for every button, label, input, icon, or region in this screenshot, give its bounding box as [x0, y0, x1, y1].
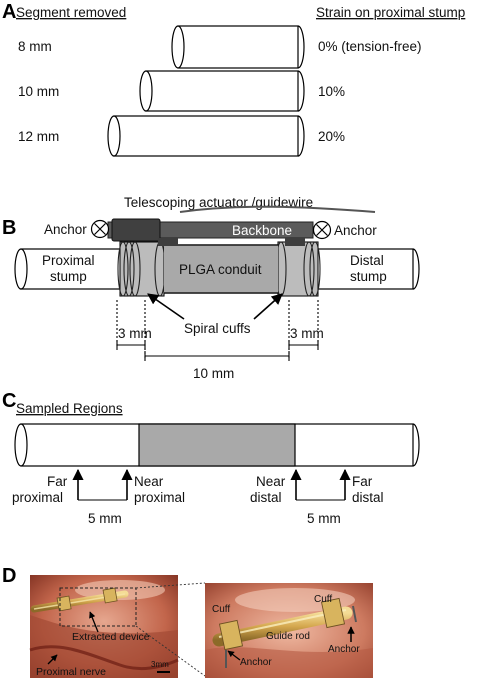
distal-stump-line1: Distal: [350, 253, 384, 268]
sample-arrows: [72, 468, 351, 500]
backbone-telescope: [111, 218, 161, 242]
panel-label-d: D: [2, 565, 16, 587]
near-proximal-line2: proximal: [134, 490, 185, 505]
header-segment-removed: Segment removed: [16, 5, 126, 20]
panel-label-a: A: [2, 1, 16, 23]
backbone-mount-right: [285, 238, 305, 246]
far-proximal-line2: proximal: [12, 490, 63, 505]
conduit-label: PLGA conduit: [179, 262, 262, 277]
dim-10mm: [144, 351, 290, 361]
spiral-cuff-left: [117, 241, 166, 297]
extracted-device-arrow: [89, 611, 99, 633]
proximal-stump-line1: Proximal: [42, 253, 95, 268]
strain-20: 20%: [318, 129, 345, 144]
distal-stump-line2: stump: [350, 269, 387, 284]
extracted-device-label: Extracted device: [72, 631, 150, 643]
cuff-left-label: Cuff: [212, 604, 230, 615]
photo-zoomed-device: [205, 583, 373, 678]
dim-3mm-right: [288, 300, 319, 360]
zoom-connector-top: [135, 582, 206, 589]
guidewire: [179, 205, 376, 213]
cuff-arrow-right: [253, 293, 283, 320]
far-distal-line2: distal: [352, 490, 384, 505]
proximal-nerve-arrow: [47, 654, 58, 665]
far-distal-line1: Far: [352, 474, 373, 489]
far-proximal-line1: Far: [47, 474, 68, 489]
anchor-right-label: Anchor: [334, 223, 377, 238]
sampled-nerve: [14, 423, 420, 467]
backbone-label: Backbone: [232, 223, 292, 238]
anchor-left-photo-label: Anchor: [240, 657, 272, 668]
near-distal-line1: Near: [256, 474, 286, 489]
header-strain: Strain on proximal stump: [316, 5, 465, 20]
panel-label-b: B: [2, 217, 16, 239]
conduit-body: [164, 245, 278, 293]
strain-0: 0% (tension-free): [318, 39, 422, 54]
dim-3mm-right-label: 3 mm: [290, 326, 324, 341]
guide-rod-label: Guide rod: [266, 631, 310, 642]
near-distal-line2: distal: [250, 490, 282, 505]
segment-8mm: 8 mm: [18, 39, 52, 54]
spiral-cuff-right: [275, 241, 321, 297]
strain-10: 10%: [318, 84, 345, 99]
dim-3mm-left: [116, 300, 146, 360]
cylinder-12mm: [107, 115, 305, 157]
segment-10mm: 10 mm: [18, 84, 59, 99]
proximal-nerve-label: Proximal nerve: [36, 666, 106, 678]
scale-label: 3mm: [151, 660, 169, 669]
dim-3mm-left-label: 3 mm: [118, 326, 152, 341]
dim-5mm-right-label: 5 mm: [307, 511, 341, 526]
segment-12mm: 12 mm: [18, 129, 59, 144]
anchor-right-photo-label: Anchor: [328, 644, 360, 655]
backbone-mount-left: [158, 238, 178, 246]
dim-10mm-label: 10 mm: [193, 366, 234, 381]
cylinder-8mm: [171, 25, 305, 69]
proximal-stump-line2: stump: [50, 269, 87, 284]
cuff-arrow-left: [147, 293, 185, 320]
photo-extracted-device: [29, 575, 179, 678]
anchor-left-photo-arrow: [227, 650, 241, 661]
anchor-left-label: Anchor: [44, 222, 87, 237]
spiral-cuffs-label: Spiral cuffs: [184, 321, 251, 336]
panel-label-c: C: [2, 390, 16, 412]
sampled-regions-title: Sampled Regions: [16, 401, 123, 416]
cuff-right-label: Cuff: [314, 594, 332, 605]
dim-5mm-left-label: 5 mm: [88, 511, 122, 526]
near-proximal-line1: Near: [134, 474, 164, 489]
anchor-left-icon: [90, 219, 110, 239]
cylinder-10mm: [139, 70, 305, 112]
anchor-right-icon: [312, 220, 332, 240]
